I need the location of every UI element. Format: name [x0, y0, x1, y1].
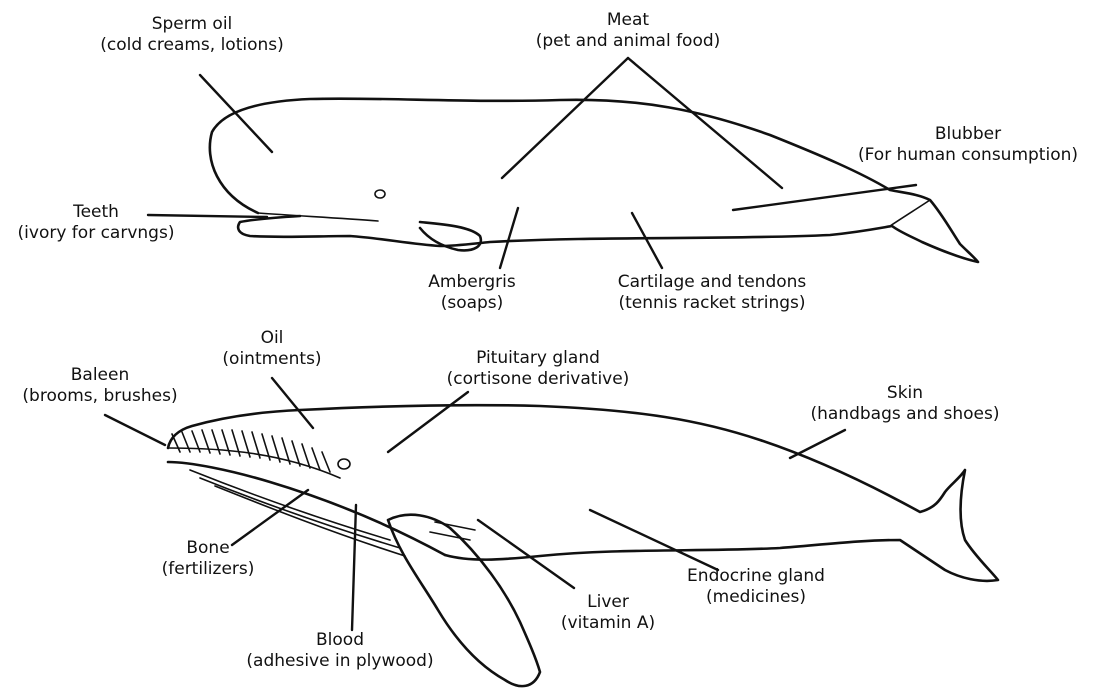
label-baleen-title: Baleen — [22, 365, 177, 386]
label-cartilage-title: Cartilage and tendons — [618, 272, 807, 293]
leader-oil — [272, 378, 313, 428]
label-bone-title: Bone — [162, 538, 255, 559]
leader-cartilage — [632, 213, 662, 268]
baleen-whale-eye — [338, 459, 350, 469]
label-blood-title: Blood — [246, 630, 433, 651]
leader-skin — [790, 430, 845, 458]
label-meat: Meat (pet and animal food) — [536, 10, 721, 52]
label-oil: Oil (ointments) — [222, 328, 321, 370]
leader-baleen — [105, 415, 165, 445]
leader-ambergris — [500, 208, 518, 268]
label-liver-title: Liver — [561, 592, 655, 613]
label-liver-use: (vitamin A) — [561, 613, 655, 634]
sperm-whale-tail-fluke-line — [890, 200, 930, 226]
label-bone: Bone (fertilizers) — [162, 538, 255, 580]
label-bone-use: (fertilizers) — [162, 559, 255, 580]
leader-pituitary — [388, 392, 468, 452]
label-teeth-use: (ivory for carvngs) — [18, 223, 175, 244]
label-ambergris-title: Ambergris — [428, 272, 516, 293]
label-blubber-use: (For human consumption) — [858, 145, 1078, 166]
leader-blood — [352, 505, 356, 630]
label-pituitary-use: (cortisone derivative) — [447, 369, 630, 390]
label-cartilage: Cartilage and tendons (tennis racket str… — [618, 272, 807, 314]
label-endocrine: Endocrine gland (medicines) — [687, 566, 825, 608]
label-blubber: Blubber (For human consumption) — [858, 124, 1078, 166]
label-blood: Blood (adhesive in plywood) — [246, 630, 433, 672]
label-cartilage-use: (tennis racket strings) — [618, 293, 807, 314]
label-sperm-oil: Sperm oil (cold creams, lotions) — [100, 14, 284, 56]
label-meat-title: Meat — [536, 10, 721, 31]
label-teeth: Teeth (ivory for carvngs) — [18, 202, 175, 244]
label-sperm-oil-use: (cold creams, lotions) — [100, 35, 284, 56]
label-ambergris-use: (soaps) — [428, 293, 516, 314]
label-endocrine-title: Endocrine gland — [687, 566, 825, 587]
label-pituitary-title: Pituitary gland — [447, 348, 630, 369]
label-blubber-title: Blubber — [858, 124, 1078, 145]
leader-blubber — [733, 185, 916, 210]
label-blood-use: (adhesive in plywood) — [246, 651, 433, 672]
label-meat-use: (pet and animal food) — [536, 31, 721, 52]
label-pituitary: Pituitary gland (cortisone derivative) — [447, 348, 630, 390]
label-liver: Liver (vitamin A) — [561, 592, 655, 634]
label-skin-use: (handbags and shoes) — [810, 404, 999, 425]
baleen-whale-body-outline — [168, 405, 998, 581]
label-ambergris: Ambergris (soaps) — [428, 272, 516, 314]
label-oil-title: Oil — [222, 328, 321, 349]
leader-meat-a — [502, 58, 628, 178]
label-baleen: Baleen (brooms, brushes) — [22, 365, 177, 407]
label-sperm-oil-title: Sperm oil — [100, 14, 284, 35]
sperm-whale-eye — [375, 190, 385, 198]
label-skin-title: Skin — [810, 383, 999, 404]
label-baleen-use: (brooms, brushes) — [22, 386, 177, 407]
label-endocrine-use: (medicines) — [687, 587, 825, 608]
leader-meat-b — [628, 58, 782, 188]
label-oil-use: (ointments) — [222, 349, 321, 370]
label-teeth-title: Teeth — [18, 202, 175, 223]
leader-endocrine — [590, 510, 718, 570]
label-skin: Skin (handbags and shoes) — [810, 383, 999, 425]
